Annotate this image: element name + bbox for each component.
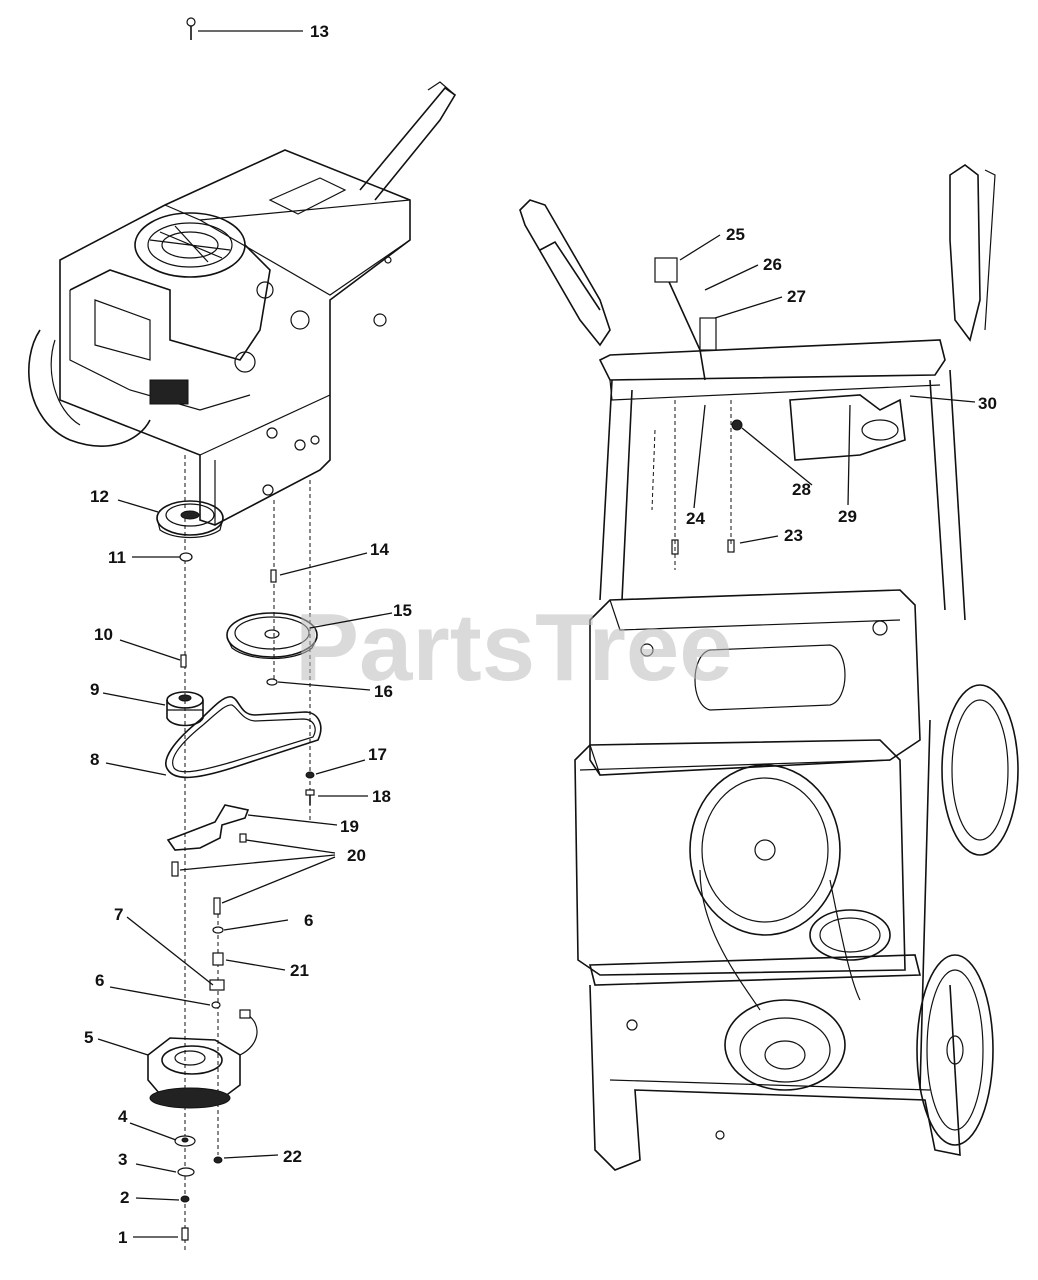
callout-14: 14 bbox=[370, 540, 389, 559]
callout-19: 19 bbox=[340, 817, 359, 836]
part-18-bolt bbox=[305, 789, 315, 805]
callout-5: 5 bbox=[84, 1028, 93, 1047]
part-14-key bbox=[270, 569, 277, 583]
callouts: 1 2 3 4 5 6 6 7 8 9 10 11 12 13 14 15 16… bbox=[84, 22, 997, 1247]
callout-12: 12 bbox=[90, 487, 109, 506]
callout-1: 1 bbox=[118, 1228, 127, 1247]
callout-11: 11 bbox=[108, 548, 126, 567]
leader-lines bbox=[97, 30, 976, 1238]
callout-23: 23 bbox=[784, 526, 803, 545]
part-5-clutch bbox=[147, 1009, 258, 1109]
callout-28: 28 bbox=[792, 480, 811, 499]
part-6-washer-lower bbox=[211, 1001, 221, 1009]
callout-29: 29 bbox=[838, 507, 857, 526]
callout-13: 13 bbox=[310, 22, 329, 41]
part-12-pulley bbox=[156, 500, 224, 539]
part-15-pulley bbox=[226, 612, 318, 660]
callout-24: 24 bbox=[686, 509, 705, 528]
callout-6-upper: 6 bbox=[304, 911, 313, 930]
engine-assembly bbox=[28, 81, 457, 526]
part-21-spacer bbox=[212, 952, 224, 966]
part-19-bracket bbox=[166, 804, 250, 851]
callout-6-lower: 6 bbox=[95, 971, 104, 990]
callout-21: 21 bbox=[290, 961, 309, 980]
callout-15: 15 bbox=[393, 601, 412, 620]
callout-20: 20 bbox=[347, 846, 366, 865]
callout-7: 7 bbox=[114, 905, 123, 924]
callout-3: 3 bbox=[118, 1150, 127, 1169]
part-7-spacer bbox=[209, 979, 225, 991]
callout-8: 8 bbox=[90, 750, 99, 769]
part-11-washer bbox=[179, 552, 193, 562]
frame-assembly bbox=[519, 164, 1019, 1171]
callout-16: 16 bbox=[374, 682, 393, 701]
part-17-nut bbox=[305, 771, 315, 779]
part-2-lockwasher bbox=[180, 1195, 190, 1203]
callout-2: 2 bbox=[120, 1188, 129, 1207]
part-20-bolts bbox=[171, 833, 247, 915]
part-3-washer bbox=[177, 1167, 195, 1177]
part-22-nut bbox=[213, 1156, 223, 1164]
part-4-hole bbox=[181, 1137, 189, 1143]
callout-22: 22 bbox=[283, 1147, 302, 1166]
callout-27: 27 bbox=[787, 287, 806, 306]
watermark: PartsTree bbox=[295, 594, 733, 701]
callout-26: 26 bbox=[763, 255, 782, 274]
callout-10: 10 bbox=[94, 625, 113, 644]
part-13-pin bbox=[186, 17, 196, 40]
part-10-key bbox=[180, 654, 187, 668]
part-6-washer-upper bbox=[212, 926, 224, 934]
callout-30: 30 bbox=[978, 394, 997, 413]
part-8-belt bbox=[165, 696, 322, 779]
callout-9: 9 bbox=[90, 680, 99, 699]
callout-17: 17 bbox=[368, 745, 387, 764]
part-16-washer bbox=[266, 678, 278, 686]
callout-25: 25 bbox=[726, 225, 745, 244]
callout-18: 18 bbox=[372, 787, 391, 806]
part-1-bolt bbox=[181, 1227, 189, 1241]
part-9-pulley bbox=[166, 691, 204, 727]
callout-4: 4 bbox=[118, 1107, 128, 1126]
